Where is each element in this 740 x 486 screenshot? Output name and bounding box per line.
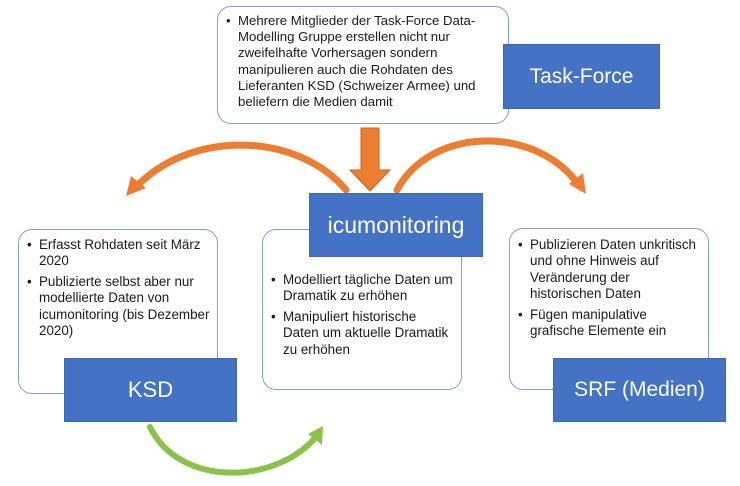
- srf-bullet-list: Publizieren Daten unkritisch und ohne Hi…: [518, 237, 702, 339]
- task-force-bullet-list: Mehrere Mitglieder der Task-Force Data-M…: [226, 13, 502, 110]
- ksd-bullet: Publizierte selbst aber nur modellierte …: [27, 274, 211, 340]
- srf-label: SRF (Medien): [553, 358, 726, 422]
- ksd-bullet: Erfasst Rohdaten seit März 2020: [27, 237, 211, 270]
- srf-bullet: Publizieren Daten unkritisch und ohne Hi…: [518, 237, 702, 303]
- arrow-icumonitoring-to-ksd: [136, 141, 350, 194]
- icumonitoring-label: icumonitoring: [309, 193, 483, 257]
- arrow-icumonitoring-to-srf: [393, 137, 579, 194]
- task-force-bullet: Mehrere Mitglieder der Task-Force Data-M…: [226, 13, 502, 110]
- ksd-bullet-list: Erfasst Rohdaten seit März 2020 Publizie…: [27, 237, 211, 339]
- ksd-label: KSD: [64, 358, 237, 422]
- arrow-task-force-to-icumonitoring: [348, 127, 392, 192]
- task-force-card: Mehrere Mitglieder der Task-Force Data-M…: [217, 6, 509, 124]
- arrowhead-icumonitoring-to-srf: [569, 173, 586, 194]
- arrowhead-icumonitoring-to-ksd: [126, 176, 146, 196]
- arrowhead-ksd-to-icumonitoring: [308, 426, 323, 445]
- icumonitoring-bullet: Modelliert tägliche Daten um Dramatik zu…: [271, 272, 455, 305]
- icumonitoring-bullet: Manipuliert historische Daten um aktuell…: [271, 309, 455, 358]
- task-force-label: Task-Force: [503, 44, 660, 109]
- icumonitoring-bullet-list: Modelliert tägliche Daten um Dramatik zu…: [271, 272, 455, 358]
- srf-bullet: Fügen manipulative grafische Elemente ei…: [518, 307, 702, 340]
- arrow-ksd-to-icumonitoring: [147, 424, 318, 476]
